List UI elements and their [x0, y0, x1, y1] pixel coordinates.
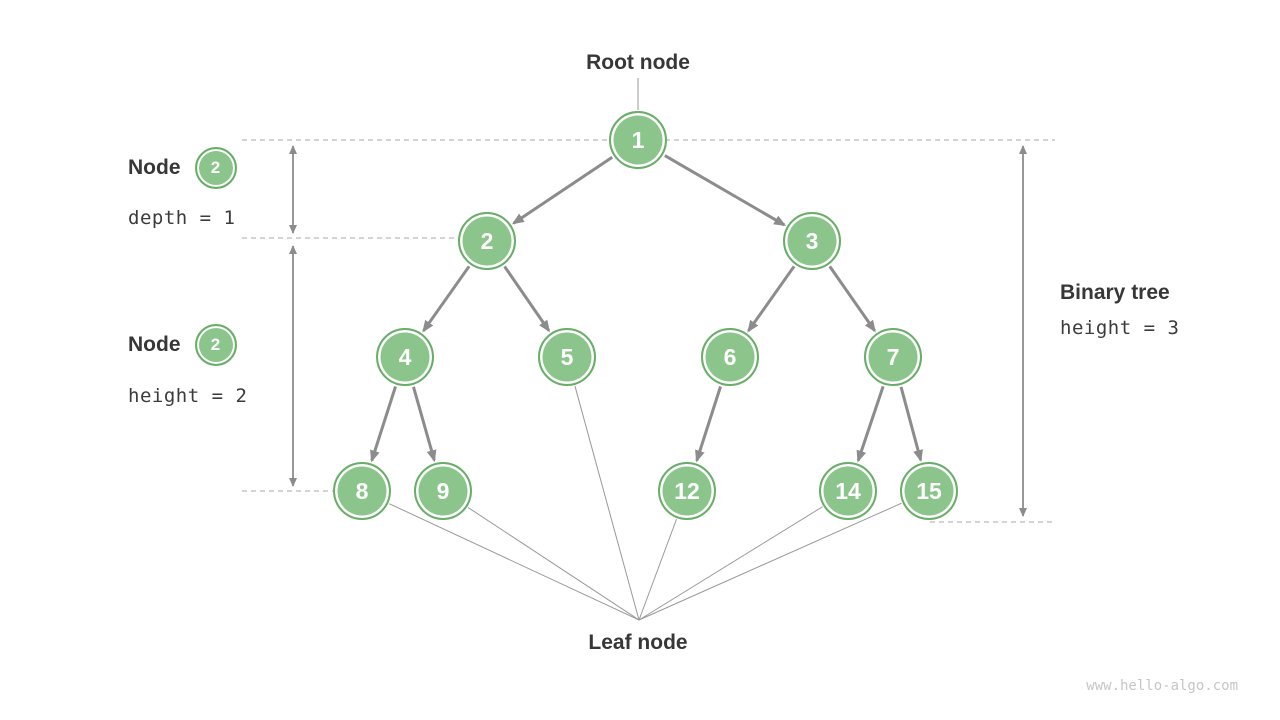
- tree-edge-1-3: [664, 154, 787, 227]
- tree-edge-3-6: [747, 265, 796, 333]
- leaf-connector-line-5: [574, 385, 640, 621]
- tree-edge-2-5: [503, 265, 551, 333]
- tree-node-5: 5: [538, 328, 596, 386]
- node-depth-word: Node: [128, 156, 181, 179]
- tree-node-12: 12: [658, 462, 716, 520]
- node-height-word: Node: [128, 333, 181, 356]
- leaf-node-label: Leaf node: [588, 631, 688, 654]
- tree-edge-7-15: [899, 386, 923, 463]
- tree-node-8: 8: [333, 462, 391, 520]
- node-depth-badge: 2: [194, 147, 237, 189]
- binary-tree-label: Binary tree: [1060, 281, 1170, 304]
- tree-edge-6-12: [695, 386, 722, 463]
- tree-node-14: 14: [819, 462, 877, 520]
- leaf-connector-line-15: [638, 502, 902, 621]
- tree-edge-4-8: [370, 386, 397, 463]
- watermark: www.hello-algo.com: [1086, 678, 1238, 694]
- height2-formula-label: height = 2: [128, 385, 248, 407]
- tree-node-6: 6: [701, 328, 759, 386]
- leaf-connector-line-14: [638, 506, 823, 621]
- node-depth-annotation: Node 2: [128, 147, 237, 189]
- tree-node-4: 4: [376, 328, 434, 386]
- tree-edge-3-7: [828, 265, 876, 333]
- tree-node-1: 1: [609, 111, 667, 169]
- root-node-label: Root node: [586, 51, 690, 74]
- tree-node-7: 7: [864, 328, 922, 386]
- height3-formula-label: height = 3: [1060, 317, 1180, 339]
- tree-edge-7-14: [856, 385, 885, 463]
- leaf-connector-line-8: [388, 503, 640, 621]
- tree-node-3: 3: [783, 212, 841, 270]
- leaf-connector-line-12: [638, 518, 678, 621]
- node-height-annotation: Node 2: [128, 324, 237, 366]
- tree-node-15: 15: [900, 462, 958, 520]
- tree-node-9: 9: [414, 462, 472, 520]
- tree-edge-1-2: [511, 155, 614, 225]
- tree-node-2: 2: [458, 212, 516, 270]
- tree-edge-4-9: [412, 386, 437, 463]
- leaf-connector-line-9: [467, 507, 640, 621]
- depth-formula-label: depth = 1: [128, 207, 236, 229]
- tree-edge-2-4: [422, 265, 471, 333]
- node-height-badge: 2: [194, 324, 237, 366]
